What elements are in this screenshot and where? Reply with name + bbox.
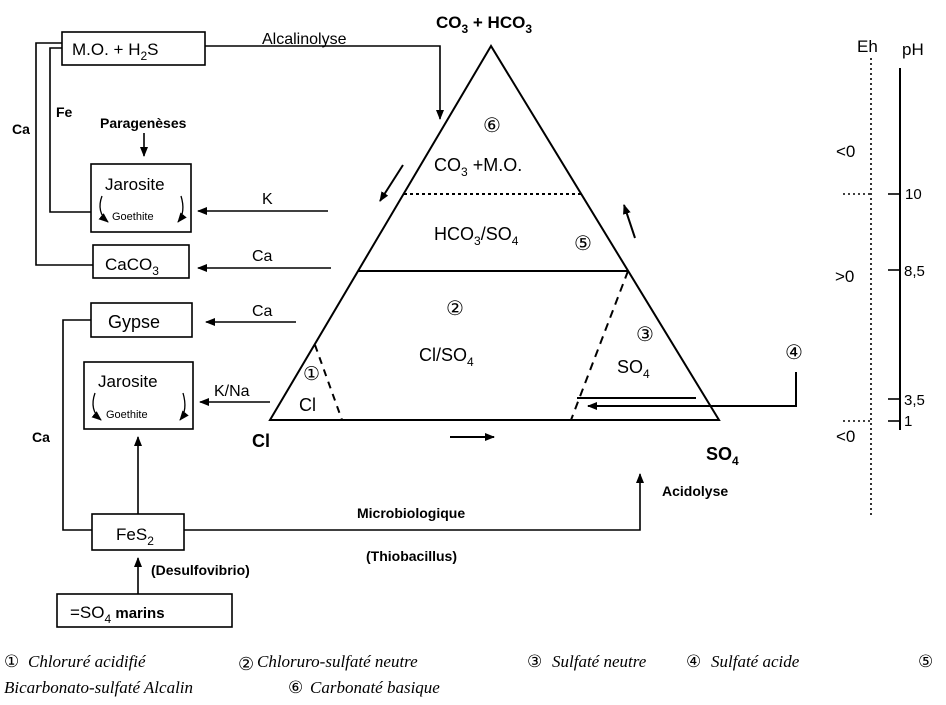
label-ca-arrow2: Ca xyxy=(252,303,273,320)
box-jarosite-bottom xyxy=(83,361,194,430)
legend-text-1: Chloruré acidifié xyxy=(28,652,147,671)
jarosite-bottom-title: Jarosite xyxy=(98,372,158,391)
label-k-na: K/Na xyxy=(214,383,250,400)
zone-5-number: ⑤ xyxy=(574,231,592,255)
dashed-line-zone-1 xyxy=(314,344,343,421)
jarosite-top-title: Jarosite xyxy=(105,175,165,194)
arrow-zone-4 xyxy=(587,372,797,410)
legend-num-1: ① xyxy=(4,652,19,672)
apex-top-label: CO3 + HCO3 xyxy=(436,13,532,36)
triangle-outline xyxy=(268,44,721,421)
label-paragenese: Paragenèses xyxy=(100,115,187,131)
ph-label: pH xyxy=(902,40,924,59)
eh-ph-scale xyxy=(843,58,901,515)
label-ca-side: Ca xyxy=(12,121,30,137)
ph-tick-1: 1 xyxy=(904,413,912,430)
zone-2-number: ② xyxy=(446,296,464,320)
label-desulfovibrio: (Desulfovibrio) xyxy=(151,562,250,578)
zone-3-label: SO4 xyxy=(617,357,650,381)
box-gypse xyxy=(90,302,193,338)
jarosite-curves xyxy=(91,195,189,421)
legend-text-5: Bicarbonato-sulfaté Alcalin xyxy=(4,678,193,697)
connector-microbiologique xyxy=(184,473,644,531)
zone-2-label: Cl/SO4 xyxy=(419,345,474,369)
legend-text-3: Sulfaté neutre xyxy=(552,652,647,671)
legend-text-6: Carbonaté basique xyxy=(310,678,440,697)
label-ca-arrow1: Ca xyxy=(252,248,273,265)
zone-1-label: Cl xyxy=(299,395,316,415)
arrow-alcalinolyse xyxy=(205,45,444,120)
zone-1-number: ① xyxy=(303,363,320,385)
box-caco3-text: CaCO3 xyxy=(105,255,159,278)
apex-left-label: Cl xyxy=(252,431,270,451)
label-acidolyse: Acidolyse xyxy=(662,483,728,499)
ph-tick-8-5: 8,5 xyxy=(904,263,925,280)
legend-num-2: ② xyxy=(238,654,254,675)
box-fes2-text: FeS2 xyxy=(116,525,154,548)
zone-6-label: CO3 +M.O. xyxy=(434,155,522,179)
zone-6-number: ⑥ xyxy=(483,113,501,137)
ternary-triangle xyxy=(268,44,721,421)
box-gypse-text: Gypse xyxy=(108,312,160,332)
zone-5-label: HCO3/SO4 xyxy=(434,224,519,248)
label-microbiologique: Microbiologique xyxy=(357,505,465,521)
legend-num-6: ⑥ xyxy=(288,678,303,698)
legend: ① Chloruré acidifié ② Chloruro-sulfaté n… xyxy=(4,652,933,698)
dashed-line-zone-3 xyxy=(570,270,629,421)
connector-ca xyxy=(35,42,93,266)
zone-3-number: ③ xyxy=(636,322,654,346)
label-k: K xyxy=(262,191,273,208)
legend-num-4: ④ xyxy=(686,652,701,672)
eh-value-2: >0 xyxy=(835,267,854,286)
box-so4-marins xyxy=(56,593,233,628)
eh-value-3: <0 xyxy=(836,427,855,446)
eh-value-1: <0 xyxy=(836,142,855,161)
zone-4-number: ④ xyxy=(785,340,803,364)
connector-fe xyxy=(49,47,91,213)
arrow-up-right-side xyxy=(623,204,636,239)
triangle-arrows xyxy=(379,164,797,441)
box-so4-marins-text: =SO4 marins xyxy=(70,603,165,626)
apex-right-label: SO4 xyxy=(706,444,739,468)
jarosite-top-sub: Goethite xyxy=(112,211,154,223)
label-alcalinolyse: Alcalinolyse xyxy=(262,31,347,48)
legend-num-3: ③ xyxy=(527,652,542,672)
ph-tick-10: 10 xyxy=(905,186,922,203)
label-ca-lower: Ca xyxy=(32,429,50,445)
eh-label: Eh xyxy=(857,37,878,56)
left-connectors xyxy=(35,42,644,594)
legend-num-5: ⑤ xyxy=(918,652,933,672)
arrow-down-left-side xyxy=(379,164,404,202)
ph-tick-3-5: 3,5 xyxy=(904,392,925,409)
box-caco3 xyxy=(92,244,190,279)
legend-text-2: Chloruro-sulfaté neutre xyxy=(257,652,418,671)
label-fe-side: Fe xyxy=(56,104,73,120)
jarosite-bottom-sub: Goethite xyxy=(106,409,148,421)
box-mo-h2s-text: M.O. + H2S xyxy=(72,40,159,63)
label-thiobacillus: (Thiobacillus) xyxy=(366,548,457,564)
connector-ca-lower xyxy=(62,319,92,531)
legend-text-4: Sulfaté acide xyxy=(711,652,800,671)
